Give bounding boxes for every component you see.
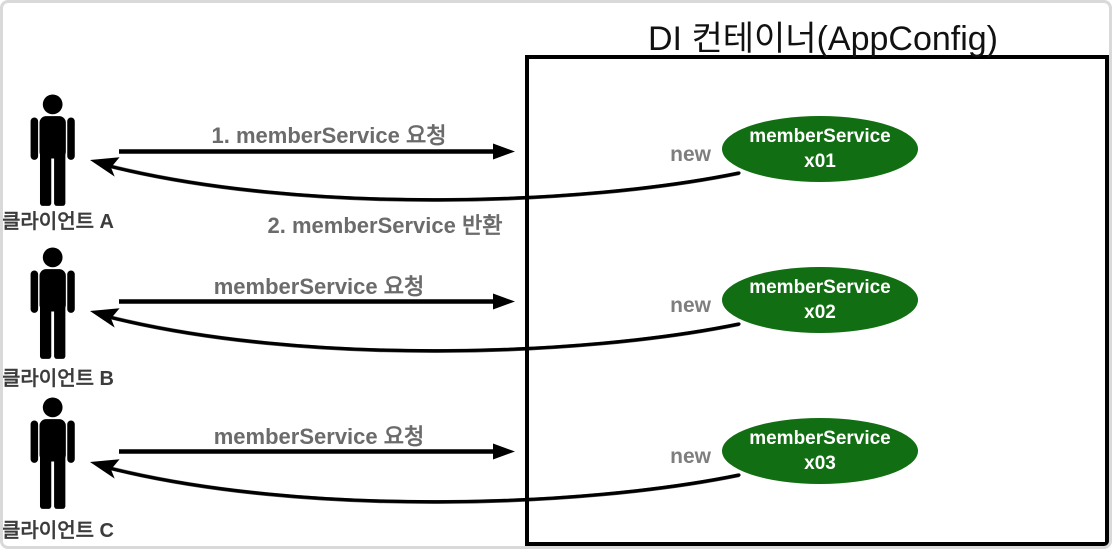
diagram-canvas: [30, 94, 741, 509]
request-label-b: memberService 요청: [213, 274, 425, 299]
service-instance-x01: memberService x01: [722, 116, 918, 182]
service-name: memberService: [749, 277, 891, 298]
service-name: memberService: [749, 126, 891, 147]
request-arrow-c: [119, 443, 515, 460]
client-c-icon: [30, 397, 75, 509]
client-c-label: 클라이언트 C: [2, 520, 114, 542]
service-instance-id: x01: [804, 151, 836, 172]
client-b-icon: [30, 247, 75, 359]
request-arrow-b: [119, 293, 515, 310]
client-a-icon: [30, 94, 75, 206]
service-instance-id: x02: [804, 302, 836, 323]
request-arrow-a: [119, 143, 515, 160]
service-name: memberService: [749, 428, 891, 449]
new-label-a: new: [670, 143, 711, 166]
di-container-box: [525, 55, 1109, 546]
return-label-a: 2. memberService 반환: [267, 213, 503, 238]
diagram-title: DI 컨테이너(AppConfig): [648, 20, 998, 58]
service-instance-x02: memberService x02: [722, 267, 918, 333]
new-label-c: new: [670, 445, 711, 468]
return-arrow-a: [90, 157, 741, 202]
client-b-label: 클라이언트 B: [2, 368, 114, 390]
service-instance-id: x03: [804, 453, 836, 474]
service-instance-x03: memberService x03: [722, 418, 918, 484]
request-label-a: 1. memberService 요청: [211, 123, 447, 148]
request-label-c: memberService 요청: [213, 424, 425, 449]
new-label-b: new: [670, 294, 711, 317]
return-arrow-b: [90, 308, 741, 353]
return-arrow-c: [90, 459, 741, 504]
client-a-label: 클라이언트 A: [2, 211, 114, 233]
